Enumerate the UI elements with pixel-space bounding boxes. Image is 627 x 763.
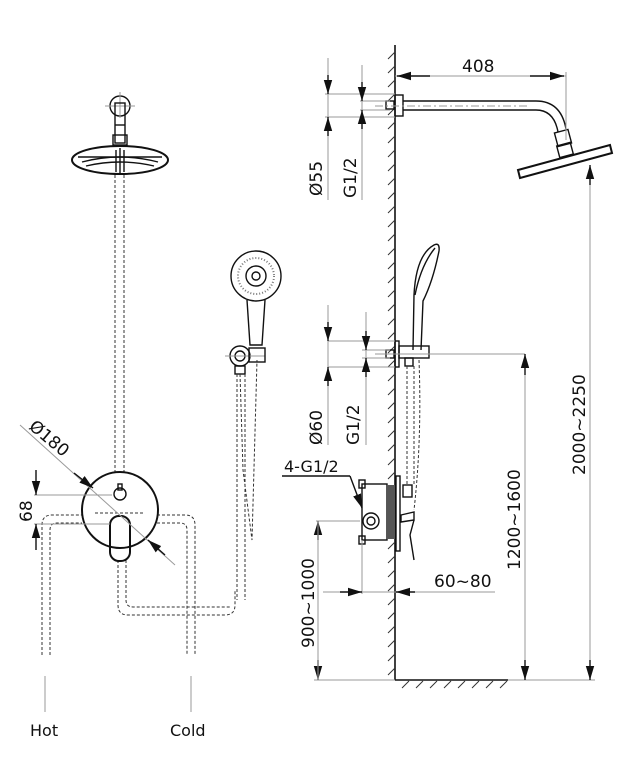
wall-hatch-mark	[387, 65, 396, 74]
arm-length-label: 408	[462, 57, 494, 77]
wall-hatch-mark	[387, 93, 396, 102]
wall-hatch-mark	[387, 639, 396, 648]
floor-hatch-mark	[457, 680, 466, 689]
wall-hatch-mark	[387, 541, 396, 550]
hose-side	[406, 359, 421, 511]
valve-height-label: 900~1000	[299, 558, 319, 648]
cold-label: Cold	[170, 721, 206, 740]
concealed-riser-pipe	[114, 175, 125, 475]
wall-hatch-mark	[387, 625, 396, 634]
concealed-valve-body	[358, 475, 415, 561]
supply-pipes	[41, 514, 236, 655]
outlet-height-dimension: 1200~1600	[505, 354, 595, 681]
rain-shower-head	[71, 145, 169, 175]
mixer-plate	[81, 471, 159, 562]
wall-hatch-mark	[387, 275, 396, 284]
wall-hatch-mark	[387, 289, 396, 298]
head-height-label: 2000~2250	[570, 374, 590, 475]
shower-hose	[236, 359, 258, 600]
wall-hatch-mark	[387, 583, 396, 592]
top-flange-diameter-label: Ø55	[307, 161, 327, 196]
rain-head-side	[516, 141, 614, 180]
head-height-dimension: 2000~2250	[570, 165, 595, 680]
wall-hatch-mark	[387, 163, 396, 172]
floor-hatch-mark	[471, 680, 480, 689]
floor-hatch-mark	[429, 680, 438, 689]
wall-hatch-mark	[387, 373, 396, 382]
wall-hatch-mark	[387, 247, 396, 256]
wall-hatch-mark	[387, 121, 396, 130]
arm-length-dimension: 408	[395, 57, 567, 140]
lower-flange-dimensions: Ø60	[307, 305, 395, 445]
hot-label: Hot	[30, 721, 58, 740]
wall-hatch-mark	[387, 667, 396, 676]
wall-hatch-mark	[387, 205, 396, 214]
wall-hatch-mark	[387, 653, 396, 662]
floor-hatch-mark	[401, 680, 410, 689]
shower-arm	[375, 94, 573, 148]
wall-hatch-mark	[387, 79, 396, 88]
head-wall-flange	[105, 92, 135, 146]
wall-hatch-mark	[387, 331, 396, 340]
wall-hatch-mark	[387, 219, 396, 228]
mixer-offset-dimension: 68	[17, 470, 112, 550]
lower-flange-diameter-label: Ø60	[307, 410, 327, 445]
hand-shower	[230, 250, 282, 346]
lower-thread-label: G1/2	[344, 404, 364, 445]
wall-hatch-mark	[387, 51, 396, 60]
mixer-offset-label: 68	[17, 500, 37, 522]
floor-hatch-mark	[499, 680, 508, 689]
plate-diameter-label: Ø180	[25, 417, 73, 462]
front-view: Ø180 68 Hot Cold	[17, 92, 282, 740]
valve-height-dimension: 900~1000	[299, 520, 395, 681]
wall-depth-label: 60~80	[434, 572, 492, 592]
wall-hatch-mark	[387, 303, 396, 312]
wall-hatch-mark	[387, 415, 396, 424]
wall-hatch-mark	[387, 135, 396, 144]
wall-hatch-mark	[387, 471, 396, 480]
wall-hatch-mark	[387, 555, 396, 564]
side-view: 408 Ø55 G1/2	[282, 45, 614, 689]
valve-ports-callout: 4-G1/2	[282, 457, 363, 509]
hand-shower-holder	[225, 345, 266, 375]
wall-hatch-mark	[387, 443, 396, 452]
wall-hatch-mark	[387, 457, 396, 466]
outlet-height-label: 1200~1600	[505, 469, 525, 570]
valve-ports-label: 4-G1/2	[284, 457, 339, 476]
floor-hatch-mark	[415, 680, 424, 689]
floor-hatch-mark	[443, 680, 452, 689]
wall-hatch-mark	[387, 387, 396, 396]
wall-hatch-mark	[387, 149, 396, 158]
wall-hatch-mark	[387, 233, 396, 242]
wall-hatch-mark	[387, 569, 396, 578]
wall-hatch-mark	[387, 429, 396, 438]
floor-hatch-mark	[485, 680, 494, 689]
hand-shower-side	[412, 243, 440, 351]
wall-hatch-mark	[387, 359, 396, 368]
wall-hatch-mark	[387, 597, 396, 606]
top-thread-label: G1/2	[341, 157, 361, 198]
wall-hatch-mark	[387, 401, 396, 410]
top-flange-dimensions: Ø55	[307, 58, 395, 200]
wall-hatch-mark	[387, 611, 396, 620]
wall-depth-dimension: 60~80	[323, 540, 495, 597]
wall-hatch-mark	[387, 177, 396, 186]
wall-hatch-mark	[387, 317, 396, 326]
wall-hatch-mark	[387, 191, 396, 200]
wall-outlet-side	[375, 340, 525, 368]
wall-hatch-mark	[387, 261, 396, 270]
